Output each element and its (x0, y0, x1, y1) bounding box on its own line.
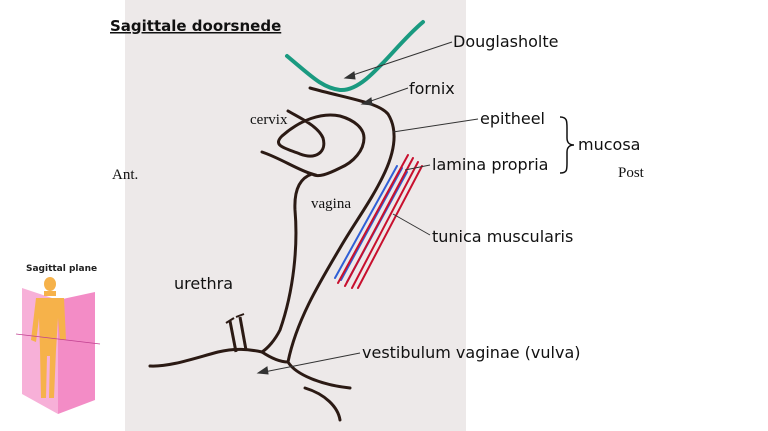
human-figure-icon (31, 277, 66, 398)
anterior-wall-outline (260, 150, 318, 354)
urethra-label: urethra (174, 274, 233, 293)
anterior-label: Ant. (112, 167, 138, 183)
vestibule-outline (148, 347, 342, 422)
urethra-line-right (238, 316, 248, 351)
plane-axis-line (15, 333, 101, 345)
lamina-propria-label: lamina propria (432, 155, 548, 174)
urethra-line-left (228, 320, 238, 353)
mucosa-label: mucosa (578, 135, 640, 154)
douglasholte-label: Douglasholte (453, 32, 558, 51)
sagittal-plane-back (58, 292, 95, 414)
vagina-label: vagina (311, 196, 351, 212)
muscle-lines (337, 154, 423, 289)
cervix-label: cervix (250, 112, 288, 128)
douglas-pouch-line (285, 20, 425, 93)
sagittal-plane-inset: Sagittal plane (15, 264, 101, 414)
inset-label: Sagittal plane (26, 264, 97, 274)
tunica-muscularis-label: tunica muscularis (432, 227, 573, 246)
posterior-label: Post (618, 165, 645, 181)
epitheel-label: epitheel (480, 109, 545, 128)
cervix-outline (277, 109, 366, 178)
title: Sagittale doorsnede (110, 17, 281, 35)
fornix-label: fornix (409, 79, 455, 98)
vestibulum-label: vestibulum vaginae (vulva) (362, 343, 580, 362)
mucosa-brace (559, 116, 575, 174)
urethra-tick-right (235, 313, 245, 318)
urethra-tick-left (225, 317, 235, 324)
leader-lines (256, 41, 479, 375)
